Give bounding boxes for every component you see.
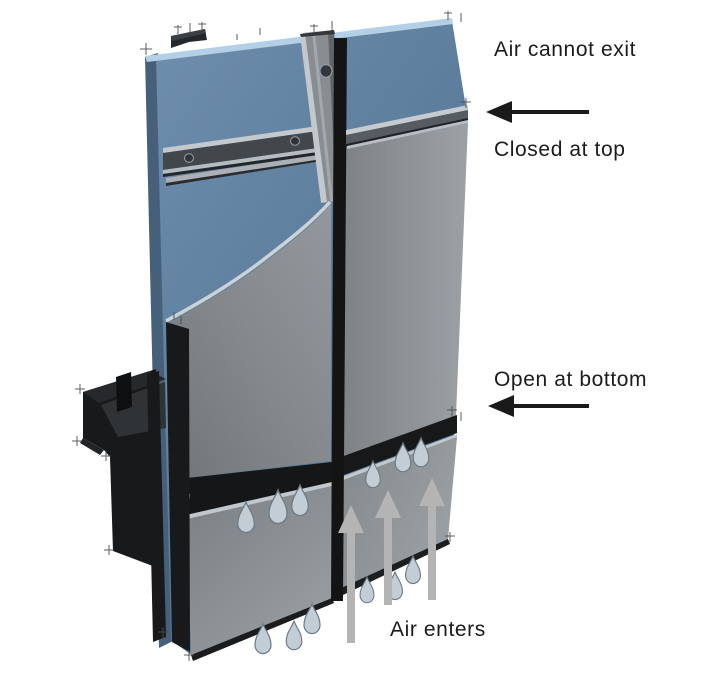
label-closed-at-top: Closed at top: [494, 138, 626, 161]
girt-bolt-icon: [290, 136, 300, 146]
top-bracket: [171, 29, 207, 48]
girt-top-lip: [163, 126, 318, 153]
support-box-fin: [116, 372, 132, 412]
label-open-at-bottom: Open at bottom: [494, 368, 648, 391]
up-arrow-icon: [338, 505, 364, 643]
panel-right-upper: [341, 123, 468, 458]
girt-bolt-icon: [184, 153, 194, 163]
channel-top-cap: [300, 30, 335, 37]
up-arrow-icon: [375, 490, 401, 605]
water-droplet-icon: [285, 620, 303, 651]
airflow-arrows: [338, 478, 445, 643]
girt-bottom-lip: [163, 148, 318, 174]
support-box-step-top: [80, 438, 104, 455]
panel-cut-edge-highlight: [165, 200, 332, 323]
label-air-enters: Air enters: [390, 618, 486, 641]
panel-joint-right: [341, 415, 457, 476]
horizontal-girt: [163, 126, 322, 186]
rail-panel-lip: [347, 120, 468, 149]
left-arrow-icon: [488, 395, 589, 417]
top-closure-rail: [346, 105, 468, 149]
rail-top-lip: [346, 105, 468, 135]
middle-panel-column: [165, 200, 341, 661]
right-panel-column: [341, 123, 468, 595]
panel-left-return-edge: [166, 322, 190, 652]
panel-joint-middle: [178, 461, 341, 515]
channel-bolt-icon: [319, 64, 333, 78]
girt-lower-flange: [166, 154, 322, 183]
left-arrow-icon: [486, 101, 589, 123]
wall-side-face: [145, 53, 173, 648]
channel-seam: [312, 32, 333, 202]
rail-web: [346, 110, 468, 144]
up-arrow-icon: [419, 478, 445, 600]
label-air-cannot-exit: Air cannot exit: [494, 38, 637, 61]
girt-lower-flange-shadow: [166, 159, 322, 186]
channel-left-edge: [300, 33, 327, 203]
panel-middle-lower: [187, 484, 341, 655]
girt-web: [163, 131, 318, 170]
vertical-panel-joint: [331, 38, 347, 601]
wall-edge-dark-strip: [147, 371, 166, 642]
girt-under-shadow: [163, 152, 318, 177]
bracket-top-face: [171, 29, 206, 41]
annotation-arrows: [486, 101, 589, 417]
vertical-channel: [300, 30, 341, 203]
panel-middle-upper: [168, 204, 331, 478]
tick-marks: [72, 11, 471, 661]
wall-top-edge: [145, 18, 453, 62]
